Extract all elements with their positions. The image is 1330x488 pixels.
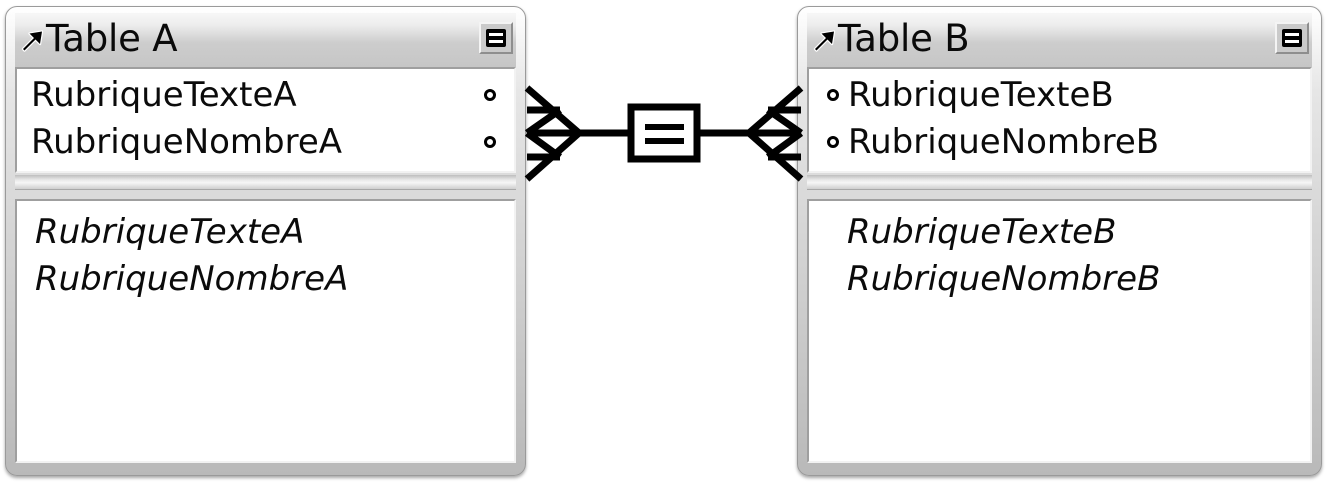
list-menu-icon[interactable]: [1275, 22, 1309, 54]
field-name: RubriqueTexteA: [31, 74, 297, 115]
match-field-bullet-icon: [484, 135, 496, 148]
field-name: RubriqueNombreA: [31, 121, 343, 162]
arrow-up-right-icon: [19, 27, 45, 57]
table-title: Table A: [46, 16, 178, 60]
field-row[interactable]: RubriqueTexteA: [17, 71, 514, 118]
list-item: RubriqueNombreB: [847, 258, 1161, 299]
list-item: RubriqueTexteB: [847, 212, 1117, 252]
field-name: RubriqueNombreB: [848, 121, 1160, 162]
field-row[interactable]: RubriqueTexteB: [809, 71, 1310, 118]
table-header-table-b[interactable]: Table B: [807, 13, 1312, 67]
match-field-bullet-icon: [827, 135, 839, 148]
table-occurrence-card-table-a[interactable]: Table A RubriqueTexteA RubriqueNombreA R…: [5, 6, 526, 476]
list-menu-icon[interactable]: [479, 22, 513, 54]
field-list-panel-table-a[interactable]: RubriqueTexteA RubriqueNombreA: [15, 67, 516, 173]
field-row[interactable]: RubriqueNombreA: [17, 118, 514, 165]
relationship-click-target[interactable]: [520, 80, 810, 190]
list-item: RubriqueNombreA: [35, 258, 349, 299]
related-field-panel-table-a[interactable]: RubriqueTexteA RubriqueNombreA: [15, 199, 516, 463]
arrow-up-right-icon: [811, 27, 837, 57]
menu-glyph: [486, 29, 506, 47]
match-field-bullet-icon: [827, 88, 839, 101]
table-occurrence-card-table-b[interactable]: Table B RubriqueTexteB RubriqueNombreB R…: [797, 6, 1322, 476]
field-name: RubriqueTexteB: [848, 74, 1114, 115]
panel-divider: [807, 175, 1312, 190]
table-header-table-a[interactable]: Table A: [15, 13, 516, 67]
field-row[interactable]: RubriqueNombreB: [809, 118, 1310, 165]
table-title: Table B: [838, 16, 970, 60]
menu-glyph: [1282, 29, 1302, 47]
field-list-panel-table-b[interactable]: RubriqueTexteB RubriqueNombreB: [807, 67, 1312, 173]
match-field-bullet-icon: [484, 88, 496, 101]
panel-divider: [15, 175, 516, 190]
related-field-panel-table-b[interactable]: RubriqueTexteB RubriqueNombreB: [807, 199, 1312, 463]
list-item: RubriqueTexteA: [35, 212, 305, 252]
